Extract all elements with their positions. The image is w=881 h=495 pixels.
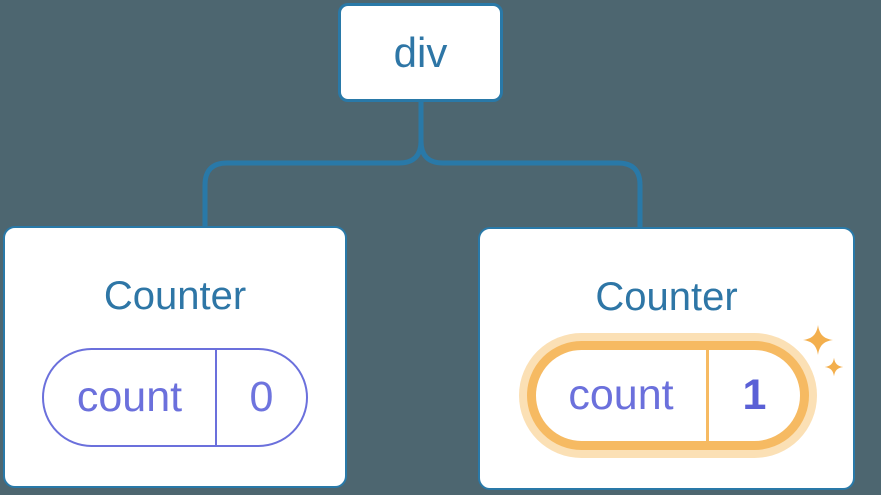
state-value: 1: [742, 371, 767, 419]
root-node-div: div: [338, 3, 503, 102]
counter-card-left: Counter count 0: [3, 226, 347, 488]
state-key-label: count: [76, 373, 183, 421]
pill-divider: [706, 350, 709, 441]
counter-card-right: Counter count 1: [478, 227, 855, 490]
state-pill-highlighted: count 1: [527, 341, 809, 450]
state-key-label: count: [568, 371, 674, 419]
component-title: Counter: [595, 275, 738, 319]
root-node-label: div: [393, 28, 448, 76]
component-title: Counter: [103, 274, 247, 318]
state-pill: count 0: [42, 348, 308, 447]
branch-left-line: [202, 102, 424, 226]
state-value: 0: [249, 373, 274, 421]
pill-divider: [215, 350, 217, 445]
branch-right-line: [418, 102, 643, 227]
